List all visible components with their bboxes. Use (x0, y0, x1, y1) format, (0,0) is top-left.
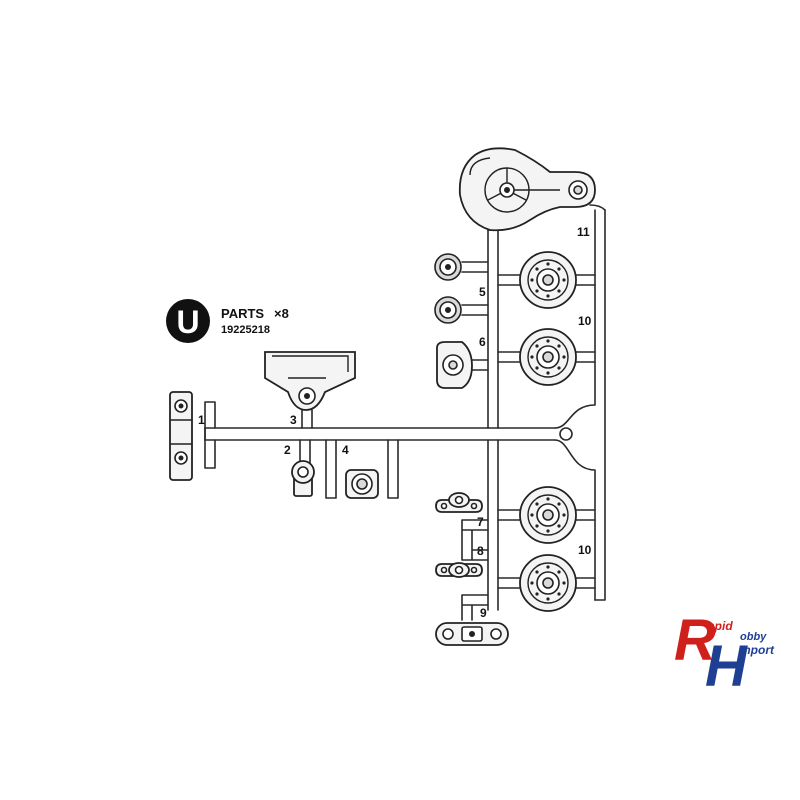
part-6: 6 (436, 335, 486, 389)
part-label-5: 5 (479, 285, 486, 299)
part-9: 9 (435, 606, 509, 646)
part-label-3: 3 (290, 413, 297, 427)
rapid-hobby-import-logo: R H apid obby mport (674, 608, 775, 699)
part-label-9: 9 (480, 606, 487, 620)
tree-letter: U (176, 304, 199, 340)
logo-word-apid: apid (708, 619, 733, 633)
part-7: 7 (435, 492, 484, 529)
part-label-7: 7 (477, 515, 484, 529)
part-3: 3 (264, 351, 356, 427)
part-5: 5 (434, 253, 486, 324)
legend-part-code: 19225218 (221, 324, 270, 336)
part-10-wheels-top: 10 (519, 251, 592, 386)
tree-letter-badge (166, 299, 210, 343)
part-label-8: 8 (477, 544, 484, 558)
logo-letter-r: R (674, 608, 716, 673)
part-2: 2 (284, 443, 315, 497)
wheel-3 (519, 486, 577, 544)
part-label-4: 4 (342, 443, 349, 457)
part-1: 1 (169, 391, 205, 481)
part-4: 4 (342, 443, 379, 499)
part-label-11: 11 (577, 225, 590, 239)
part-10-wheels-bottom: 10 (519, 486, 592, 612)
part-label-6: 6 (479, 335, 486, 349)
wheel-1 (519, 251, 577, 309)
part-label-10-bottom: 10 (578, 543, 592, 557)
legend-quantity: ×8 (274, 306, 289, 321)
part-label-2: 2 (284, 443, 291, 457)
sprue-runners (204, 204, 606, 621)
logo-word-mport: mport (740, 643, 775, 657)
logo-letter-h: H (705, 634, 748, 699)
part-label-1: 1 (198, 413, 205, 427)
part-11: 11 (458, 147, 596, 239)
part-8: 8 (435, 544, 484, 578)
legend-title: PARTS (221, 306, 264, 321)
logo-word-obby: obby (740, 631, 767, 643)
wheel-4 (519, 554, 577, 612)
parts-legend: U PARTS ×8 19225218 (166, 299, 289, 343)
part-label-10-top: 10 (578, 314, 592, 328)
wheel-2 (519, 328, 577, 386)
